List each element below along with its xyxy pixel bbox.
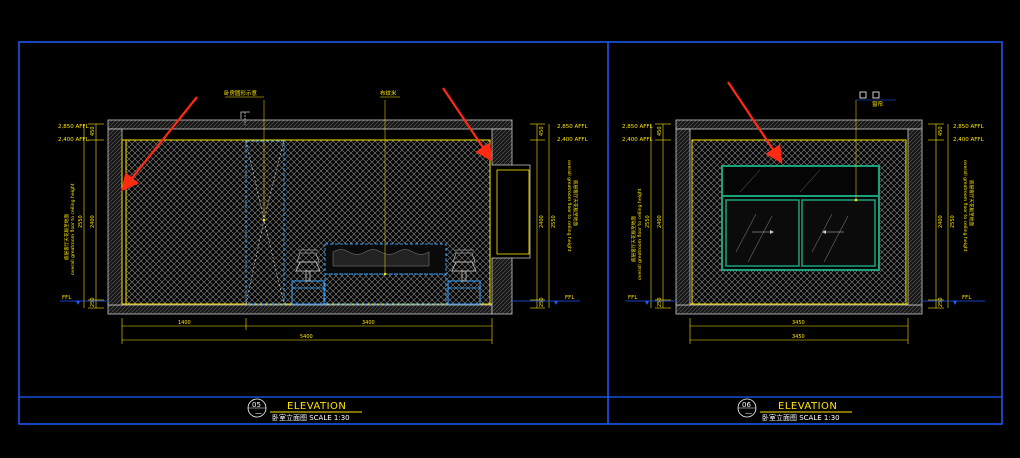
- r-dim-height-left: 2400: [657, 215, 663, 228]
- dim-height-left: 2400: [90, 215, 96, 228]
- red-arrow-left-1: [121, 96, 198, 192]
- svg-text:—: —: [745, 409, 752, 417]
- right-right-dimension-chain: [928, 123, 949, 309]
- section-number-left: 05: [252, 401, 261, 409]
- bottom-dimensions-left: [121, 318, 493, 344]
- side-text-cn-right: 底层客厅天花板至地面: [572, 180, 579, 226]
- right-dimension-chain: [530, 123, 550, 309]
- red-arrow-right: [727, 81, 783, 164]
- sheet-frame: [18, 41, 1003, 425]
- side-text-en-right: overall greatroom floor to ceiling heigh…: [566, 160, 572, 252]
- level-floor-left-a: FFL: [62, 295, 72, 301]
- title-right: ELEVATION: [778, 401, 837, 412]
- red-arrow-left-2: [442, 87, 493, 162]
- r-level-top-b: 2,850 AFFL: [953, 124, 985, 130]
- r-dim-seg: 3450: [792, 320, 805, 326]
- window: [721, 165, 880, 271]
- left-wall-panel: [125, 139, 491, 305]
- level-floor-left-b: FFL: [565, 295, 575, 301]
- r-side-text-cn-right: 底层客厅天花板至地面: [968, 180, 975, 226]
- level-ceiling-left-a: 2,400 AFFL: [58, 137, 90, 143]
- label-curtain-right: 窗帘: [872, 100, 884, 108]
- subtitle-left: 卧室立面图 SCALE 1:30: [272, 413, 350, 422]
- r-dim-height-inner-left: 2550: [645, 215, 651, 228]
- dim-ceiling-gap-left: 450: [90, 126, 96, 136]
- level-top-left-b: 2,850 AFFL: [557, 124, 589, 130]
- r-side-text-cn-left: 底层客厅天花板至地面: [630, 216, 637, 262]
- level-top-left-a: 2,850 AFFL: [58, 124, 90, 130]
- r-dim-ceiling-gap-right: 450: [938, 126, 944, 136]
- dim-seg-left: 1400: [178, 320, 191, 326]
- r-side-text-en-right: overall greatroom floor to ceiling heigh…: [962, 160, 968, 252]
- left-dimension-chain: [83, 123, 104, 309]
- r-level-ceiling-b: 2,400 AFFL: [953, 137, 985, 143]
- right-title-block: 06 — ELEVATION 卧室立面图 SCALE 1:30: [737, 398, 852, 422]
- nightstand-right: [447, 249, 481, 305]
- label-curtain-ref: 卧房圆形示意: [224, 89, 258, 97]
- section-number-right: 06: [742, 401, 751, 409]
- left-elevation: 卧房圆形示意 布纹米 450 2400 250 2550 overall gre…: [58, 87, 589, 422]
- right-elevation: 窗帘 450 2400 250 2550 overall greatroom f…: [622, 81, 985, 422]
- dim-total-left: 5400: [300, 334, 313, 340]
- r-side-text-en-left: overall greatroom floor to ceiling heigh…: [637, 188, 643, 280]
- side-text-cn-left: 底层客厅天花板至地面: [63, 214, 70, 260]
- r-dim-floor-right: 250: [938, 297, 944, 307]
- r-dim-ceiling-gap-left: 450: [657, 126, 663, 136]
- dim-height-right: 2400: [539, 215, 545, 228]
- dim-floor-left: 250: [90, 297, 96, 307]
- nightstand-left: [291, 249, 325, 305]
- dim-floor-right: 250: [539, 297, 545, 307]
- left-title-block: 05 — ELEVATION 卧室立面图 SCALE 1:30: [247, 398, 362, 422]
- dim-height-inner-left: 2550: [78, 215, 84, 228]
- label-fabric-ref: 布纹米: [380, 89, 397, 97]
- r-dim-height-inner-right: 2550: [950, 215, 956, 228]
- r-dim-floor-left: 250: [657, 297, 663, 307]
- r-dim-height-right: 2400: [938, 215, 944, 228]
- bed-headboard: [324, 243, 447, 305]
- svg-text:—: —: [255, 409, 262, 417]
- r-level-ceiling-a: 2,400 AFFL: [622, 137, 654, 143]
- bottom-dimensions-right: [689, 318, 909, 344]
- dim-height-inner-right: 2550: [551, 215, 557, 228]
- r-level-top-a: 2,850 AFFL: [622, 124, 654, 130]
- right-left-dimension-chain: [650, 123, 671, 309]
- r-dim-total: 3450: [792, 334, 805, 340]
- level-ceiling-left-b: 2,400 AFFL: [557, 137, 589, 143]
- side-text-en-left: overall greatroom floor to ceiling heigh…: [70, 183, 76, 275]
- r-level-floor-a: FFL: [628, 295, 638, 301]
- dim-ceiling-gap-right: 450: [539, 126, 545, 136]
- dim-seg-right: 3400: [362, 320, 375, 326]
- subtitle-right: 卧室立面图 SCALE 1:30: [762, 413, 840, 422]
- title-left: ELEVATION: [287, 401, 346, 412]
- r-level-floor-b: FFL: [962, 295, 972, 301]
